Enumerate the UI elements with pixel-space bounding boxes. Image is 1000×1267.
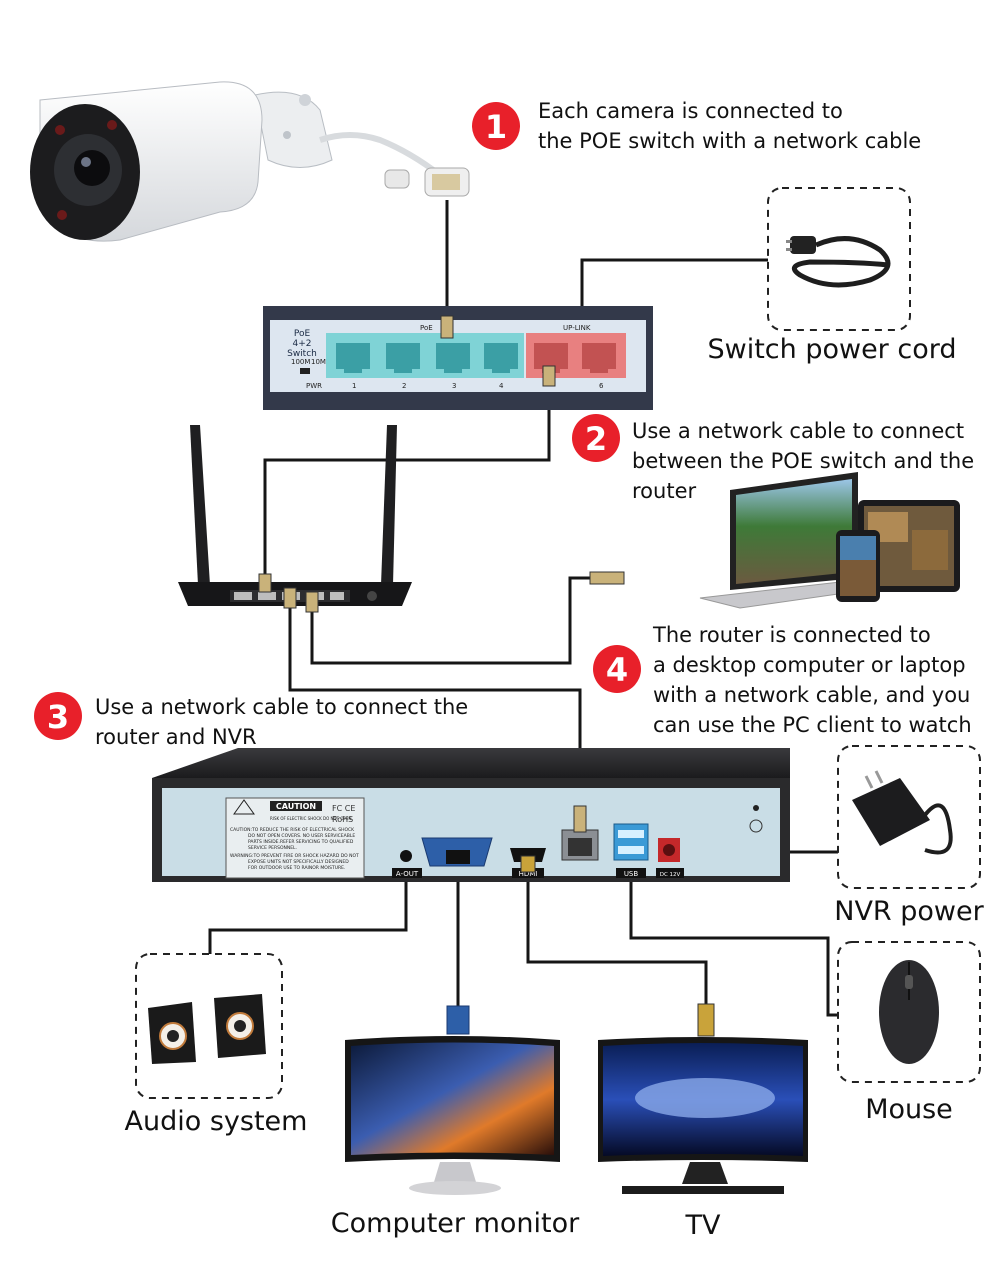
caption-nvr-power: NVR power bbox=[834, 896, 984, 927]
aout-port: A-OUT bbox=[392, 850, 422, 878]
camera-icon bbox=[30, 81, 470, 242]
audio-system: Audio system bbox=[125, 953, 308, 1137]
switch-title: PoE bbox=[294, 329, 311, 339]
step-1: 1 Each camera is connected to the POE sw… bbox=[472, 99, 921, 153]
step-text-line: between the POE switch and the bbox=[632, 449, 974, 473]
power-adapter-icon bbox=[852, 770, 953, 855]
step-text-line: can use the PC client to watch bbox=[653, 713, 972, 737]
cert-marks: FC CE bbox=[332, 804, 355, 813]
nvr-to-audio-cable bbox=[208, 860, 408, 955]
rohs-mark: RoHS bbox=[332, 815, 353, 824]
port-number: 2 bbox=[402, 382, 406, 390]
nvr-to-mouse-cable bbox=[629, 878, 840, 1017]
speakers-icon bbox=[148, 994, 266, 1064]
port-number: 6 bbox=[599, 382, 604, 390]
vga-port bbox=[421, 837, 493, 867]
switch-to-router-cable bbox=[263, 378, 551, 582]
port-number: 3 bbox=[452, 382, 456, 390]
switch-power-cord: Switch power cord bbox=[707, 187, 957, 365]
warning-line: PARTS INSIDE.REFER SERVICING TO QUALIFIE… bbox=[248, 839, 354, 845]
switch-group-poe: PoE bbox=[420, 324, 433, 332]
caption-monitor: Computer monitor bbox=[331, 1208, 580, 1239]
caution-sub: RISK OF ELECTRIC SHOCK DO NOT OPEN bbox=[270, 816, 351, 821]
step-2: 2 Use a network cable to connect between… bbox=[572, 414, 974, 503]
phone-icon bbox=[836, 530, 880, 602]
switch-title: 4+2 bbox=[293, 339, 312, 349]
tv-icon bbox=[598, 1003, 808, 1194]
poe-switch-icon: PoE 4+2 Switch 100M 10M PWR PoE UP-LINK … bbox=[263, 306, 653, 410]
port-label-aout: A-OUT bbox=[396, 870, 419, 878]
step-number: 3 bbox=[47, 698, 69, 736]
nvr-to-tv-cable bbox=[526, 870, 708, 1008]
step-text-line: the POE switch with a network cable bbox=[538, 129, 921, 153]
step-text-line: Each camera is connected to bbox=[538, 99, 843, 123]
tv: TV bbox=[598, 1003, 808, 1241]
warning-line: SERVICE PERSONNEL. bbox=[248, 845, 297, 851]
step-badge bbox=[572, 414, 620, 462]
step-badge bbox=[472, 102, 520, 150]
hdmi-port: HDMI bbox=[510, 848, 546, 878]
step-text-line: with a network cable, and you bbox=[653, 683, 970, 707]
warning-line: WARNING:TO PREVENT FIRE OR SHOCK HAZARD … bbox=[230, 853, 359, 859]
port-label-hdmi: HDMI bbox=[519, 870, 538, 878]
switch-power-cable bbox=[580, 258, 770, 306]
mouse-icon bbox=[879, 960, 939, 1064]
step-number: 1 bbox=[485, 108, 507, 146]
caption-audio: Audio system bbox=[125, 1106, 308, 1137]
caption-switch-power: Switch power cord bbox=[707, 334, 956, 365]
warning-line: EXPOSE UNITS NOT SPECIFICALLY DESIGNED bbox=[248, 859, 349, 865]
port-number: 1 bbox=[352, 382, 356, 390]
power-cord-frame bbox=[767, 187, 911, 331]
step-badge bbox=[34, 692, 82, 740]
step-number: 2 bbox=[585, 420, 607, 458]
step-number: 4 bbox=[606, 651, 628, 689]
pc-devices bbox=[589, 472, 960, 609]
caption-mouse: Mouse bbox=[865, 1094, 953, 1125]
mouse: Mouse bbox=[837, 941, 981, 1125]
router-to-laptop-cable bbox=[310, 576, 590, 665]
step-4: 4 The router is connected to a desktop c… bbox=[593, 623, 972, 737]
dc-port: DC 12V bbox=[656, 838, 684, 878]
switch-speed: 10M bbox=[311, 358, 326, 366]
switch-pwr: PWR bbox=[306, 382, 322, 390]
step-text-line: a desktop computer or laptop bbox=[653, 653, 966, 677]
caption-tv: TV bbox=[685, 1210, 721, 1241]
warning-line: CAUTION:TO REDUCE THE RISK OF ELECTRICAL… bbox=[230, 827, 355, 833]
step-text-line: router bbox=[632, 479, 696, 503]
nvr-icon: CAUTION RISK OF ELECTRIC SHOCK DO NOT OP… bbox=[152, 748, 790, 882]
power-cord-icon bbox=[786, 236, 891, 288]
computer-monitor: Computer monitor bbox=[331, 1005, 580, 1239]
usb-ports: USB bbox=[613, 823, 649, 878]
warning-line: FOR OUTDOOR USE TO RAINOR MOISTURE. bbox=[248, 865, 345, 871]
caution-title: CAUTION bbox=[276, 802, 316, 811]
laptop-icon bbox=[589, 472, 881, 609]
computer-monitor-icon bbox=[345, 1005, 560, 1195]
step-badge bbox=[593, 645, 641, 693]
lan-port bbox=[561, 805, 599, 861]
switch-title: Switch bbox=[287, 349, 317, 359]
switch-speed: 100M bbox=[291, 358, 310, 366]
warning-line: DO NOT OPEN COVERS. NO USER SERVICEABLE bbox=[248, 833, 355, 839]
port-number: 4 bbox=[499, 382, 504, 390]
step-text-line: Use a network cable to connect the bbox=[95, 695, 468, 719]
router-to-nvr-cable bbox=[288, 608, 582, 800]
step-text-line: The router is connected to bbox=[652, 623, 931, 647]
router-icon bbox=[178, 425, 412, 613]
switch-group-uplink: UP-LINK bbox=[563, 324, 591, 332]
nvr-power: NVR power bbox=[834, 745, 985, 927]
step-text-line: router and NVR bbox=[95, 725, 257, 749]
port-label-dc: DC 12V bbox=[660, 872, 681, 878]
step-text-line: Use a network cable to connect bbox=[632, 419, 964, 443]
step-3: 3 Use a network cable to connect the rou… bbox=[34, 692, 468, 749]
port-label-usb: USB bbox=[624, 870, 639, 878]
